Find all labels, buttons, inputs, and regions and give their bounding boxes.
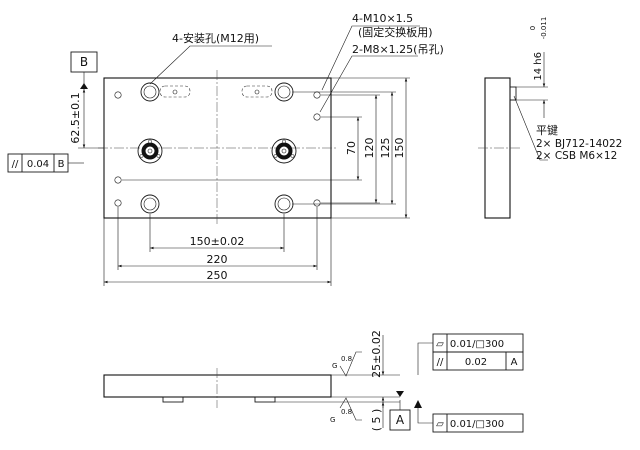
surface-finish-top bbox=[339, 351, 362, 377]
dim-height-120: 120 bbox=[363, 138, 376, 159]
flat2-value: 0.01/□300 bbox=[450, 419, 504, 430]
parallel-value: 0.04 bbox=[27, 159, 49, 170]
parallelism-frame-b bbox=[7, 153, 84, 173]
sf-bottom-value: 0.8 bbox=[341, 408, 352, 416]
side-view bbox=[478, 52, 548, 219]
label-m10-holes: 4-M10×1.5 bbox=[352, 12, 413, 25]
par2-symbol: // bbox=[437, 357, 444, 368]
par2-value: 0.02 bbox=[465, 357, 487, 368]
mounting-hole bbox=[140, 82, 160, 102]
flat-value: 0.01/□300 bbox=[450, 339, 504, 350]
surface-finish-bottom bbox=[339, 397, 362, 421]
mounting-hole bbox=[140, 194, 160, 214]
dim-height-70: 70 bbox=[345, 141, 358, 155]
label-key-line2: 2× CSB M6×12 bbox=[536, 150, 617, 162]
m8-lifting-hole bbox=[114, 176, 122, 184]
front-view bbox=[103, 335, 400, 428]
locating-bush-left bbox=[137, 138, 163, 164]
m10-hole bbox=[114, 199, 122, 207]
flatness-frame-bottom bbox=[414, 400, 524, 433]
key-block bbox=[254, 396, 276, 403]
sf-top-value: 0.8 bbox=[341, 355, 352, 363]
top-view bbox=[98, 25, 420, 226]
dim-width-250: 250 bbox=[207, 269, 228, 282]
par2-datum: A bbox=[511, 357, 518, 368]
front-view-outline bbox=[103, 374, 332, 398]
dim-key-height: 14 h6 bbox=[533, 52, 544, 81]
m8-lifting-hole bbox=[313, 113, 321, 121]
flat-symbol: ▱ bbox=[436, 339, 444, 350]
label-mounting-holes: 4-安装孔(M12用) bbox=[172, 31, 259, 45]
label-m10-note: (固定交换板用) bbox=[358, 25, 433, 39]
key-block bbox=[162, 396, 184, 403]
dim-step-5: ( 5 ) bbox=[370, 409, 383, 432]
label-key-title: 平键 bbox=[536, 123, 558, 137]
sf-top-letter: G bbox=[332, 362, 337, 370]
flat2-symbol: ▱ bbox=[436, 419, 444, 430]
parallel-symbol: // bbox=[12, 159, 19, 170]
label-key-line1: 2× BJ712-14022 bbox=[536, 138, 622, 150]
dim-spacing-150: 150±0.02 bbox=[190, 235, 245, 248]
datum-b bbox=[70, 51, 98, 89]
flatness-parallelism-frame bbox=[417, 333, 524, 375]
datum-a-letter: A bbox=[396, 413, 405, 427]
dim-datum-b-position: 62.5±0.1 bbox=[69, 92, 82, 143]
dim-height-150: 150 bbox=[393, 138, 406, 159]
parallel-datum: B bbox=[58, 159, 65, 170]
dim-key-tol-lower: -0.011 bbox=[540, 17, 548, 40]
dim-key-tol-upper: 0 bbox=[529, 26, 537, 30]
dim-thickness: 25±0.02 bbox=[370, 330, 383, 378]
sf-bottom-letter: G bbox=[330, 416, 335, 424]
datum-a bbox=[389, 391, 411, 431]
label-m8-holes: 2-M8×1.25(吊孔) bbox=[352, 43, 444, 56]
locating-bush-right bbox=[271, 138, 297, 164]
datum-b-letter: B bbox=[80, 55, 88, 69]
m10-hole bbox=[313, 199, 321, 207]
dim-height-125: 125 bbox=[379, 138, 392, 159]
m10-hole bbox=[114, 91, 122, 99]
dim-width-220: 220 bbox=[207, 253, 228, 266]
